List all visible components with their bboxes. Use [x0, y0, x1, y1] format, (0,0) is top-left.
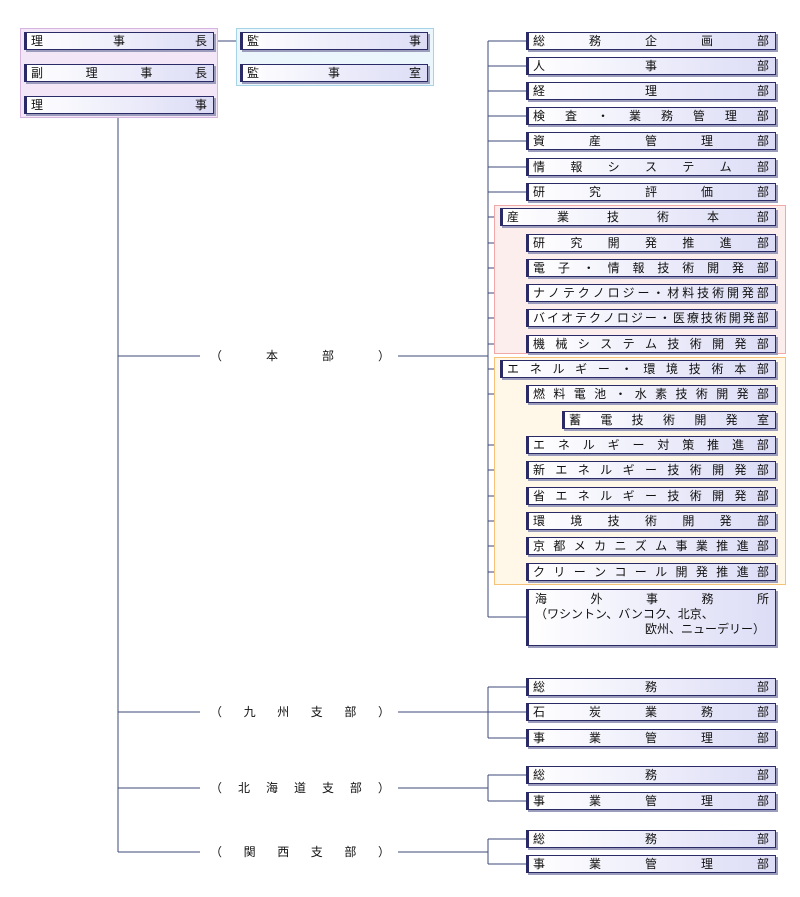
environment-tech-dept: 環境技術開発部 [526, 512, 776, 530]
vice-chairman-box: 副理事長 [24, 64, 214, 82]
auditor-box: 監事 [240, 32, 428, 50]
energy-storage-office: 蓄電技術開発室 [562, 411, 776, 429]
accounting-dept: 経理部 [526, 82, 776, 100]
kyushu-business-management-dept: 事業管理部 [526, 729, 776, 747]
headquarters-label: （本部） [210, 349, 390, 363]
new-energy-dept: 新エネルギー技術開発部 [526, 461, 776, 479]
kansai-general-affairs-dept: 総務部 [526, 830, 776, 848]
kansai-branch-label: （関西支部） [210, 845, 390, 859]
general-affairs-planning-dept: 総務企画部 [526, 32, 776, 50]
industrial-tech-headquarters: 産業技術本部 [500, 208, 776, 226]
info-system-dept: 情報システム部 [526, 158, 776, 176]
overseas-line-2: （ワシントン、バンコク、北京、 [535, 607, 714, 621]
overseas-line-3: 欧州、ニューデリー） [644, 622, 765, 636]
electronics-info-tech-dept: 電子・情報技術開発部 [526, 259, 776, 277]
energy-policy-dept: エネルギー対策推進部 [526, 436, 776, 454]
energy-saving-dept: 省エネルギー技術開発部 [526, 487, 776, 505]
kansai-business-management-dept: 事業管理部 [526, 855, 776, 873]
kyoto-mechanism-dept: 京都メカニズム事業推進部 [526, 537, 776, 555]
machinery-system-dept: 機械システム技術開発部 [526, 335, 776, 353]
audit-office-box: 監事室 [240, 64, 428, 82]
hokkaido-branch-label: （北海道支部） [210, 781, 390, 795]
research-evaluation-dept: 研究評価部 [526, 183, 776, 201]
nanotech-materials-dept: ナノテクノロジー・材料技術開発部 [526, 284, 776, 302]
clean-coal-dept: クリーンコール開発推進部 [526, 563, 776, 581]
personnel-dept: 人事部 [526, 57, 776, 75]
overseas-line-1: 海外事務所 [535, 592, 769, 606]
inspection-dept: 検査・業務管理部 [526, 107, 776, 125]
energy-env-tech-headquarters: エネルギー・環境技術本部 [500, 360, 776, 378]
overseas-offices-box: 海外事務所 （ワシントン、バンコク、北京、 欧州、ニューデリー） [526, 589, 776, 646]
fuel-cell-hydrogen-dept: 燃料電池・水素技術開発部 [526, 385, 776, 403]
hokkaido-general-affairs-dept: 総務部 [526, 766, 776, 784]
asset-management-dept: 資産管理部 [526, 132, 776, 150]
kyushu-branch-label: （九州支部） [210, 705, 390, 719]
research-dev-promotion-dept: 研究開発推進部 [526, 234, 776, 252]
kyushu-coal-business-dept: 石炭業務部 [526, 703, 776, 721]
hokkaido-business-management-dept: 事業管理部 [526, 792, 776, 810]
director-box: 理事 [24, 96, 214, 114]
chairman-box: 理事長 [24, 32, 214, 50]
industrial-tech-region [494, 205, 786, 354]
biotech-medical-dept: バイオテクノロジー・医療技術開発部 [526, 309, 776, 327]
kyushu-general-affairs-dept: 総務部 [526, 678, 776, 696]
